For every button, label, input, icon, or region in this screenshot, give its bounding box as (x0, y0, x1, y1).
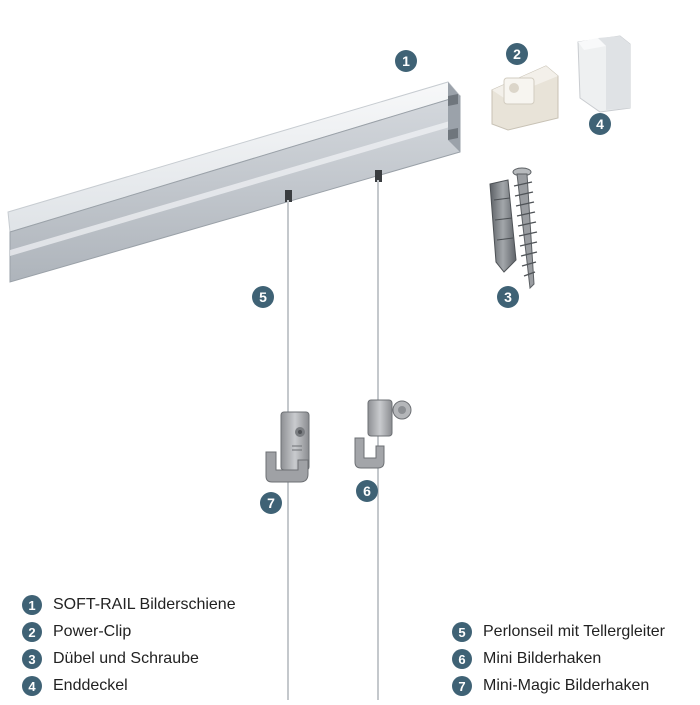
mini-magic-hook-icon (265, 411, 310, 483)
callout-5: 5 (252, 286, 274, 308)
legend-label: SOFT-RAIL Bilderschiene (53, 596, 236, 613)
callout-number: 3 (504, 289, 512, 305)
callout-4: 4 (589, 113, 611, 135)
soft-rail-icon (7, 81, 461, 283)
legend-badge: 1 (22, 595, 42, 615)
legend-label: Enddeckel (53, 677, 128, 694)
legend-label: Perlonseil mit Tellergleiter (483, 623, 665, 640)
legend-badge: 3 (22, 649, 42, 669)
callout-7: 7 (260, 492, 282, 514)
legend-item: 7 Mini-Magic Bilderhaken (452, 676, 649, 696)
legend-item: 2 Power-Clip (22, 622, 131, 642)
legend-item: 5 Perlonseil mit Tellergleiter (452, 622, 665, 642)
callout-number: 1 (402, 53, 410, 69)
callout-number: 6 (363, 483, 371, 499)
legend-badge: 7 (452, 676, 472, 696)
legend-label: Mini Bilderhaken (483, 650, 602, 667)
legend-badge: 4 (22, 676, 42, 696)
legend-item: 1 SOFT-RAIL Bilderschiene (22, 595, 236, 615)
callout-number: 4 (596, 116, 604, 132)
callout-number: 2 (513, 46, 521, 62)
legend-label: Power-Clip (53, 623, 132, 640)
callout-number: 5 (259, 289, 267, 305)
legend-item: 4 Enddeckel (22, 676, 128, 696)
mini-hook-icon (354, 399, 412, 469)
callout-1: 1 (395, 50, 417, 72)
callout-3: 3 (497, 286, 519, 308)
legend-label: Mini-Magic Bilderhaken (483, 677, 650, 694)
legend-label: Dübel und Schraube (53, 650, 199, 667)
dowel-icon (489, 179, 517, 273)
screw-icon (512, 167, 538, 290)
legend-badge: 5 (452, 622, 472, 642)
end-cap-icon (577, 35, 631, 113)
legend-badge: 6 (452, 649, 472, 669)
callout-2: 2 (506, 43, 528, 65)
legend-item: 6 Mini Bilderhaken (452, 649, 601, 669)
power-clip-icon (491, 65, 559, 131)
callout-6: 6 (356, 480, 378, 502)
legend-item: 3 Dübel und Schraube (22, 649, 199, 669)
callout-number: 7 (267, 495, 275, 511)
legend-badge: 2 (22, 622, 42, 642)
